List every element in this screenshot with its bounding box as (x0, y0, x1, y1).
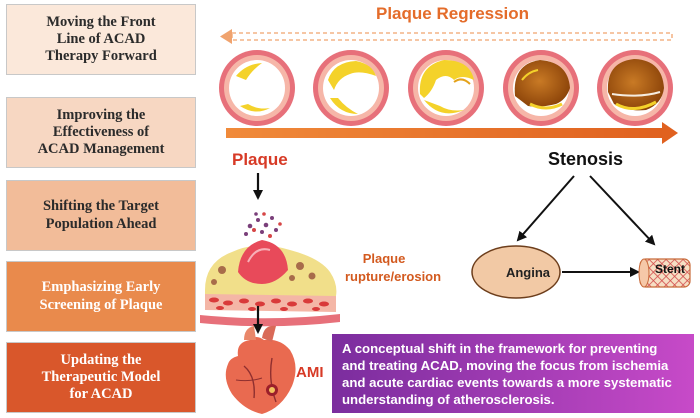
vessel-cross-section-2 (313, 50, 389, 126)
vessel-cross-section-4 (503, 50, 579, 126)
sidebar-box-1-line-1: Moving the Front (46, 13, 156, 30)
sidebar-box-3-line-2: Population Ahead (45, 215, 157, 232)
stent-shape (638, 258, 691, 288)
sidebar-box-2-line-3: ACAD Management (37, 141, 165, 158)
progression-arrow (226, 122, 678, 144)
ruptured-plaque-illustration (200, 212, 340, 327)
stenosis-to-stent-arrow (589, 175, 656, 246)
sidebar-box-5-line-2: Therapeutic Model (41, 368, 161, 385)
sidebar-box-1-line-3: Therapy Forward (45, 48, 157, 65)
plaque-label: Plaque (232, 150, 288, 169)
sidebar-box-2-line-1: Improving the (56, 106, 146, 123)
sidebar-box-2-line-2: Effectiveness of (52, 123, 150, 140)
sidebar-box-4-line-1: Emphasizing Early (41, 279, 161, 296)
sidebar-box-3-line-1: Shifting the Target (42, 198, 159, 215)
regression-arrow (220, 29, 673, 44)
conceptual-shift-callout: A conceptual shift in the framework for … (332, 334, 694, 413)
sidebar-box-4-line-2: Screening of Plaque (39, 296, 163, 313)
stenosis-to-angina-arrow (516, 175, 575, 242)
ami-label: AMI (296, 364, 324, 381)
plaque-regression-title: Plaque Regression (376, 4, 530, 23)
angina-ellipse (471, 245, 561, 299)
vessel-cross-section-3 (408, 50, 484, 126)
plaque-rupture-label: Plaque rupture/erosion (345, 250, 442, 285)
sidebar-box-1-line-2: Line of ACAD (56, 30, 146, 47)
vessel-cross-section-5 (597, 50, 673, 126)
sidebar-box-5-line-3: for ACAD (69, 386, 133, 403)
stenosis-label: Stenosis (548, 149, 624, 169)
vessel-cross-section-1 (219, 50, 295, 126)
plaque-rupture-label-line-2: rupture/erosion (345, 268, 442, 284)
plaque-rupture-label-line-1: Plaque (362, 251, 406, 266)
angina-label: Angina (505, 264, 551, 280)
heart-illustration (225, 325, 296, 414)
sidebar-box-5-line-1: Updating the (60, 351, 142, 368)
stent-label: Stent (655, 262, 685, 276)
